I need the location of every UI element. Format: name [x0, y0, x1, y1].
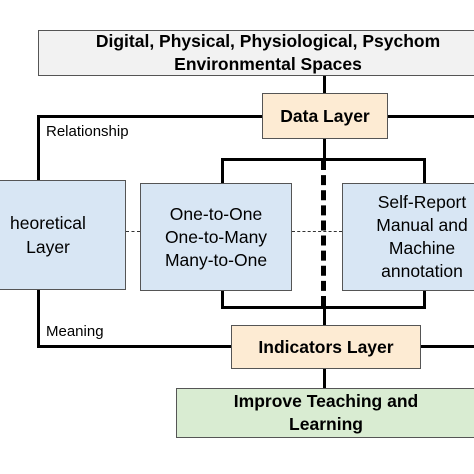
spaces-line-2: Environmental Spaces — [174, 54, 362, 74]
annotation-box: Self-Report Manual and Machine annotatio… — [342, 183, 474, 291]
connector-indicators-right-horizontal — [421, 345, 474, 348]
outcome-line-2: Learning — [289, 414, 363, 434]
theoretical-line-1: heoretical — [10, 213, 86, 233]
annotation-line-1: Self-Report — [377, 192, 467, 212]
theoretical-layer-box: heoretical Layer — [0, 180, 126, 290]
connector-merge-left-rise — [221, 291, 224, 308]
relationships-line-2: One-to-Many — [164, 226, 268, 247]
meaning-label: Meaning — [46, 323, 104, 340]
annotation-line-4: annotation — [381, 261, 463, 281]
connector-data-left-horizontal — [37, 115, 262, 118]
connector-data-down — [323, 139, 326, 159]
connector-left-lower-vertical — [37, 290, 40, 348]
connector-top-to-data — [323, 76, 326, 93]
dashed-theoretical-to-relationships — [126, 231, 140, 232]
spaces-box: Digital, Physical, Physiological, Psycho… — [38, 30, 474, 76]
annotation-line-3: Machine — [388, 238, 456, 258]
connector-split-right-drop — [423, 158, 426, 183]
relationship-label: Relationship — [46, 123, 129, 140]
relationships-line-3: Many-to-One — [164, 249, 268, 270]
theoretical-line-2: Layer — [26, 237, 70, 257]
connector-split-horizontal — [221, 158, 426, 161]
connector-data-right-horizontal — [388, 115, 474, 118]
spaces-line-1: Digital, Physical, Physiological, Psycho… — [95, 31, 441, 51]
indicators-layer-label: Indicators Layer — [258, 336, 394, 357]
data-layer-box: Data Layer — [262, 93, 388, 139]
connector-indicators-left-horizontal — [37, 345, 231, 348]
dashed-relationships-to-annotation — [292, 231, 342, 232]
connector-split-left-drop — [221, 158, 224, 183]
relationships-box: One-to-One One-to-Many Many-to-One — [140, 183, 292, 291]
annotation-line-2: Manual and — [376, 215, 468, 235]
data-layer-label: Data Layer — [280, 105, 370, 126]
dashed-center-divider — [321, 160, 326, 306]
connector-merge-down — [323, 306, 326, 325]
connector-merge-right-rise — [423, 291, 426, 308]
outcome-box: Improve Teaching and Learning — [176, 388, 474, 438]
indicators-layer-box: Indicators Layer — [231, 325, 421, 369]
connector-left-upper-vertical — [37, 115, 40, 180]
relationships-line-1: One-to-One — [169, 203, 263, 224]
outcome-line-1: Improve Teaching and — [233, 391, 419, 411]
connector-indicators-to-outcome — [323, 369, 326, 388]
